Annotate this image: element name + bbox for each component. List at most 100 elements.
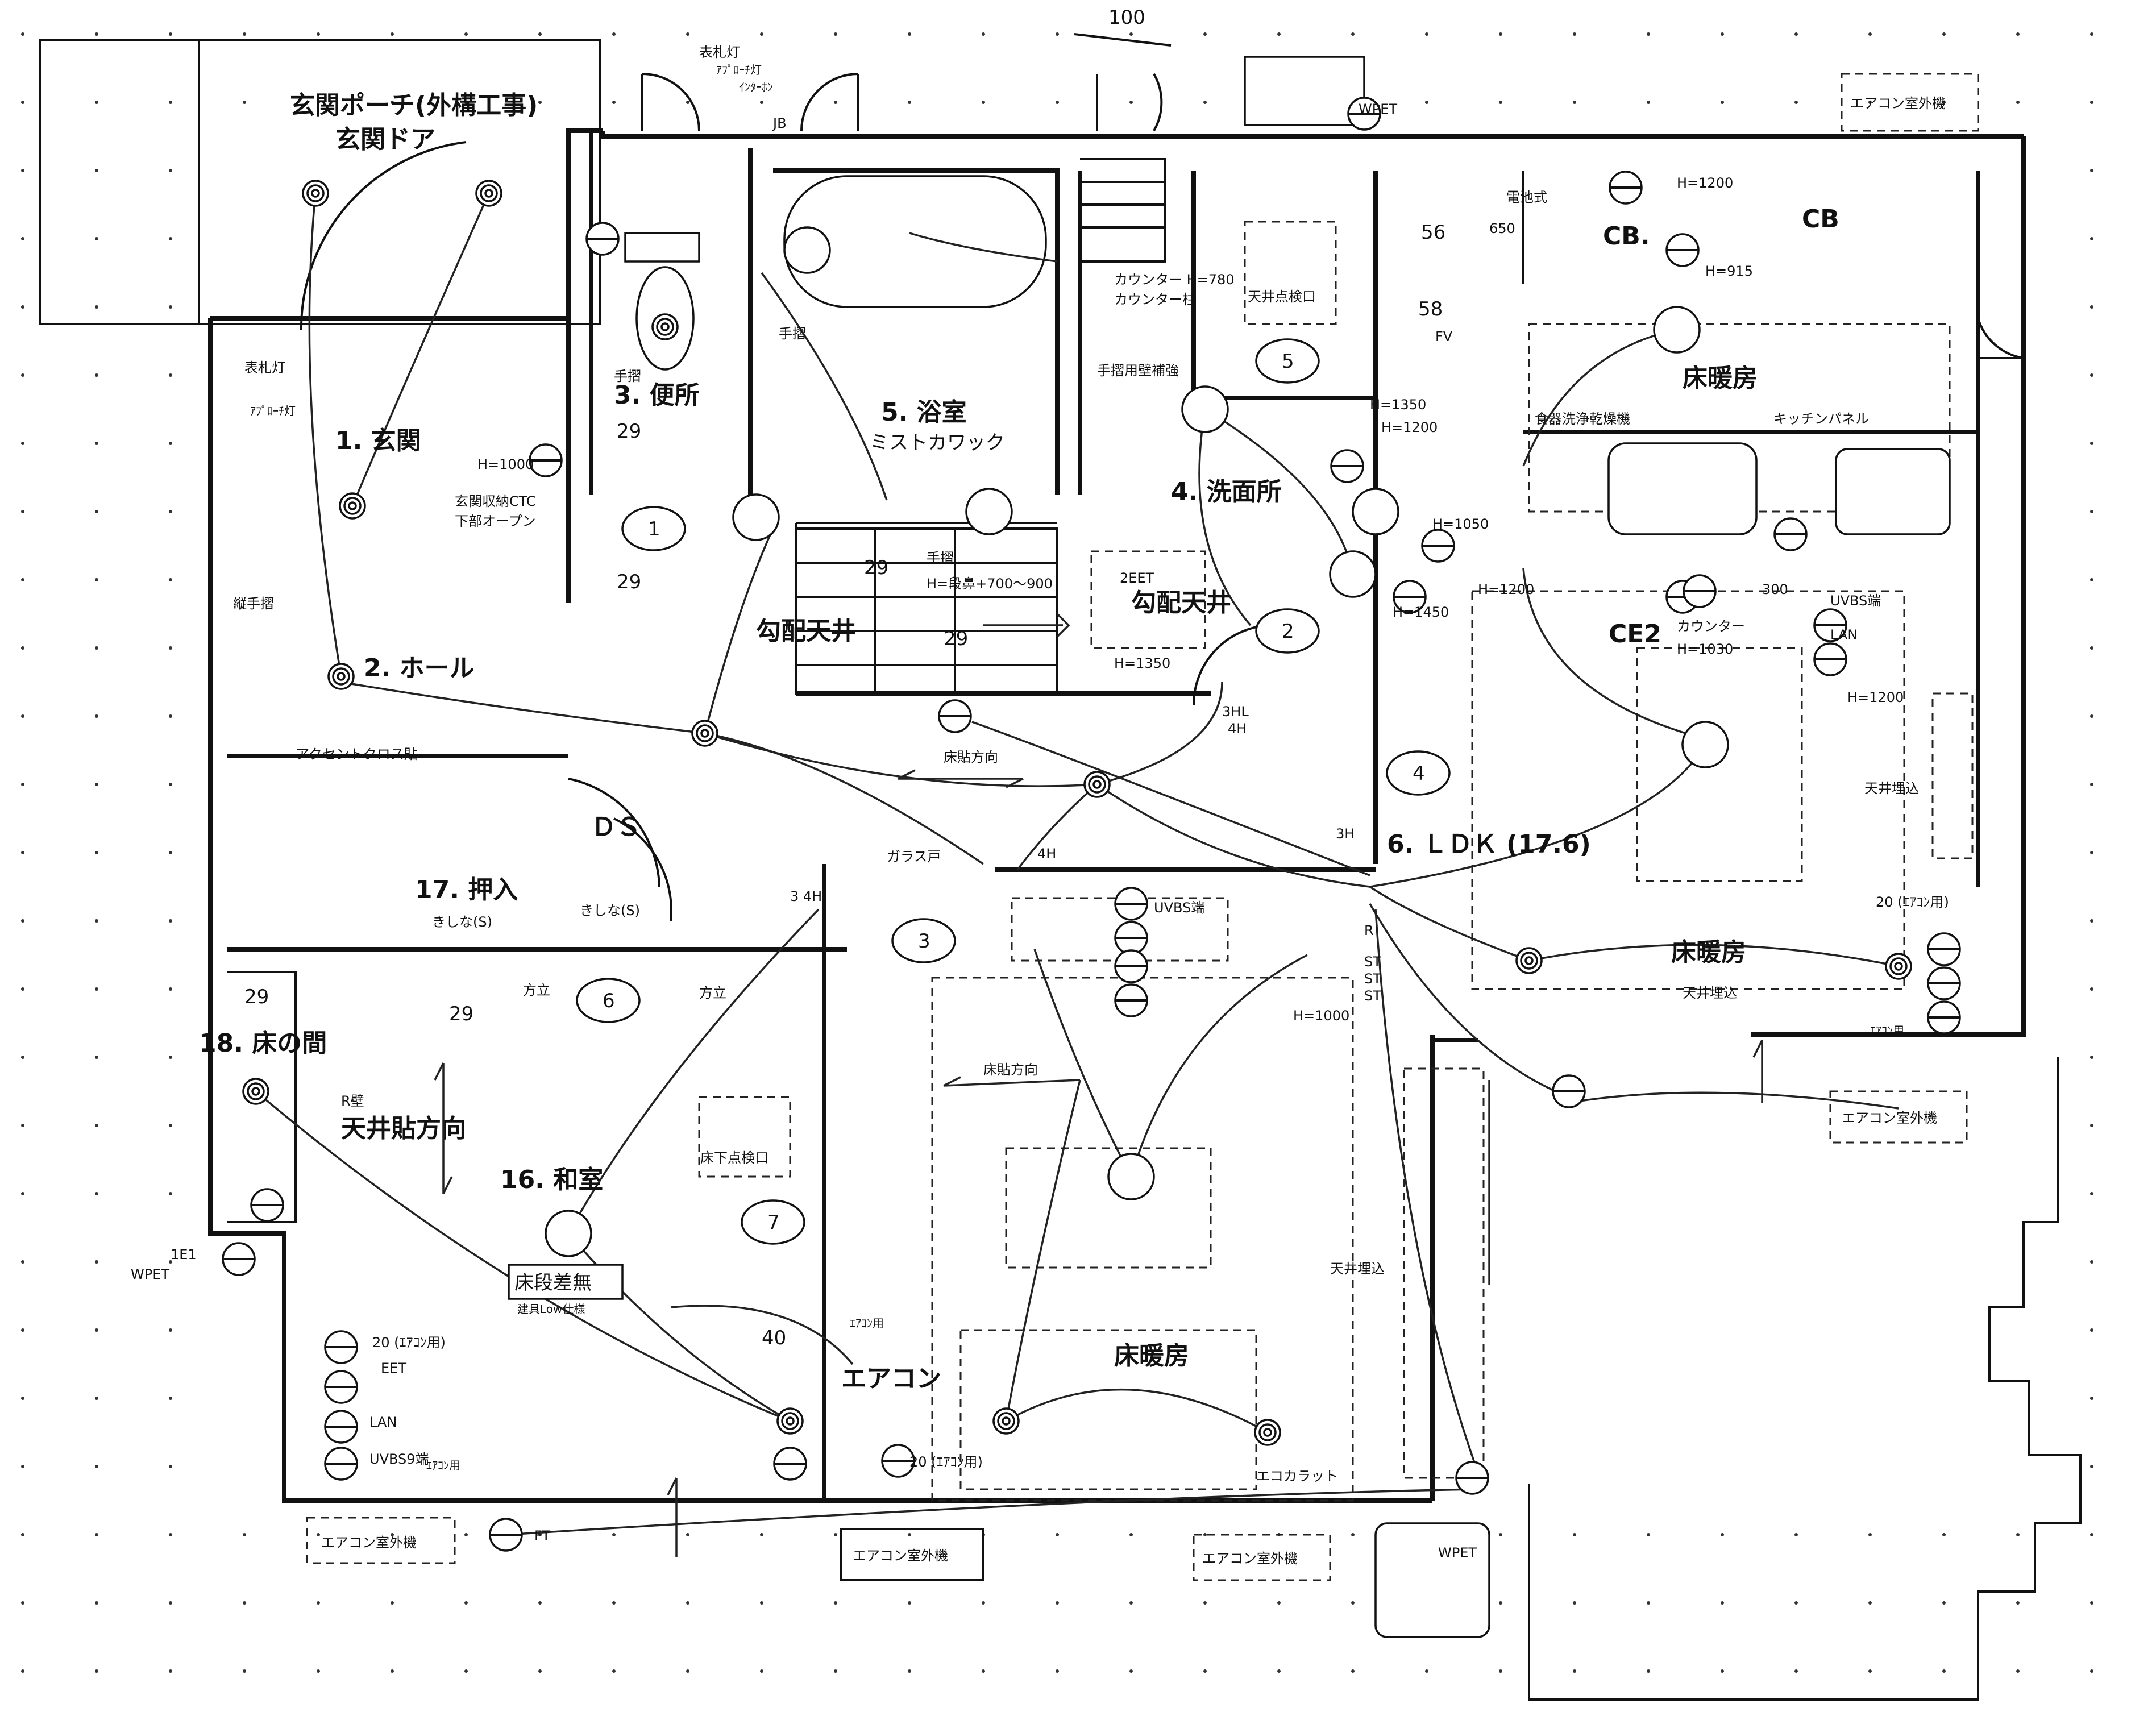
label-h1200c: H=1200: [1677, 175, 1733, 191]
circle-number-6: 6: [603, 990, 615, 1012]
downlight-icon: [1092, 780, 1102, 789]
grid-dot: [95, 1124, 98, 1127]
grid-dot: [95, 1533, 98, 1536]
grid-dot: [21, 237, 24, 240]
label-genkan-storage2: 下部オープン: [455, 513, 536, 529]
grid-dot: [95, 32, 98, 36]
grid-dot: [1942, 101, 1946, 104]
label-glass-door: ガラス戸: [887, 849, 941, 865]
grid-dot: [21, 373, 24, 377]
room-entrance-door: 玄関ドア: [335, 125, 435, 154]
label-h1000b: H=1000: [1293, 1008, 1349, 1024]
grid-dot: [2016, 1601, 2020, 1605]
label-floor-dir2: 床貼方向: [983, 1062, 1038, 1078]
label-aircon-use3: 20 (ｴｱｺﾝ用): [909, 1454, 983, 1470]
grid-dot: [2090, 919, 2093, 923]
label-4h: 4H: [1228, 721, 1247, 737]
grid-dot: [1056, 1601, 1059, 1605]
downlight-icon: [337, 672, 346, 681]
downlight-icon: [348, 501, 357, 510]
grid-dot: [21, 1397, 24, 1400]
grid-dot: [612, 1669, 616, 1673]
label-kishina2: きしな(S): [580, 903, 640, 919]
label-jb: JB: [772, 115, 787, 131]
grid-dot: [21, 1533, 24, 1536]
grid-dot: [1868, 1601, 1872, 1605]
room-washroom: 4. 洗面所: [1171, 477, 1282, 506]
label-ceiling-dir: 天井貼方向: [341, 1114, 466, 1143]
label-lan2: LAN: [1830, 627, 1858, 643]
label-h1350b: H=1350: [1370, 397, 1426, 413]
grid-dot: [2016, 101, 2020, 104]
grid-dot: [1942, 1601, 1946, 1605]
grid-dot: [2090, 1465, 2093, 1468]
grid-dot: [169, 851, 172, 854]
grid-dot: [1499, 101, 1502, 104]
grid-dot: [169, 1328, 172, 1332]
grid-dot: [21, 578, 24, 581]
room-tokonoma: 18. 床の間: [199, 1029, 327, 1058]
grid-dot: [1573, 101, 1576, 104]
label-hyosatsu-top: 表札灯: [699, 44, 740, 60]
label-h1000: H=1000: [477, 456, 534, 472]
grid-dot: [2090, 237, 2093, 240]
label-r-wall: R壁: [341, 1093, 364, 1109]
grid-dot: [2090, 714, 2093, 718]
grid-dot: [169, 1669, 172, 1673]
room-toilet: 3. 便所: [614, 381, 700, 410]
grid-dot: [1647, 1601, 1650, 1605]
grid-dot: [2090, 578, 2093, 581]
grid-dot: [1868, 101, 1872, 104]
grid-dot: [612, 32, 616, 36]
grid-dot: [1425, 32, 1428, 36]
dashed-areas: [306, 73, 1979, 1581]
label-floor-heat3: 床暖房: [1114, 1341, 1189, 1370]
grid-dot: [1647, 1533, 1650, 1536]
label-29e: 29: [449, 1003, 473, 1025]
grid-dot: [317, 1601, 320, 1605]
grid-dot: [169, 783, 172, 786]
grid-dot: [169, 169, 172, 172]
grid-dot: [538, 1601, 542, 1605]
circle-number-2: 2: [1282, 620, 1294, 643]
scale-label: 100: [1108, 6, 1145, 29]
label-ce2: CE2: [1609, 620, 1661, 649]
label-aircon: エアコン: [841, 1364, 941, 1393]
label-lan: LAN: [369, 1414, 397, 1430]
grid-dot: [21, 1601, 24, 1605]
label-ceiling-embed2: 天井埋込: [1683, 985, 1737, 1001]
circle-number-3: 3: [918, 930, 930, 953]
grid-dot: [169, 373, 172, 377]
grid-dot: [2090, 1124, 2093, 1127]
grid-dot: [1129, 101, 1133, 104]
grid-dot: [1129, 1669, 1133, 1673]
grid-dot: [95, 101, 98, 104]
grid-dot: [908, 1533, 911, 1536]
grid-dot: [908, 1601, 911, 1605]
grid-dot: [1351, 1533, 1355, 1536]
grid-dot: [1647, 101, 1650, 104]
label-accent-cloth: アクセントクロス貼: [296, 746, 418, 762]
grid-dot: [95, 1056, 98, 1059]
grid-dot: [2090, 851, 2093, 854]
grid-dot: [317, 1533, 320, 1536]
label-56: 56: [1421, 221, 1445, 244]
grid-dot: [391, 1601, 394, 1605]
label-cb2: CB: [1802, 205, 1839, 234]
grid-dot: [169, 510, 172, 513]
grid-dot: [21, 1669, 24, 1673]
downlight-icon: [1524, 956, 1534, 965]
grid-dot: [1794, 1601, 1798, 1605]
label-ft-left: FT: [534, 1528, 550, 1544]
grid-dot: [1425, 101, 1428, 104]
label-29c: 29: [864, 556, 888, 579]
label-fv: FV: [1435, 329, 1453, 344]
aircon-outdoor-box-2: [840, 1528, 984, 1581]
grid-dot: [95, 646, 98, 650]
label-cb1: CB.: [1603, 222, 1650, 251]
room-bath: 5. 浴室: [881, 398, 967, 427]
label-aircon-outdoor-4: エアコン室外機: [1842, 1110, 1937, 1126]
grid-dot: [612, 1601, 616, 1605]
label-wpet-bottom: WPET: [1438, 1545, 1477, 1561]
grid-dot: [982, 101, 985, 104]
